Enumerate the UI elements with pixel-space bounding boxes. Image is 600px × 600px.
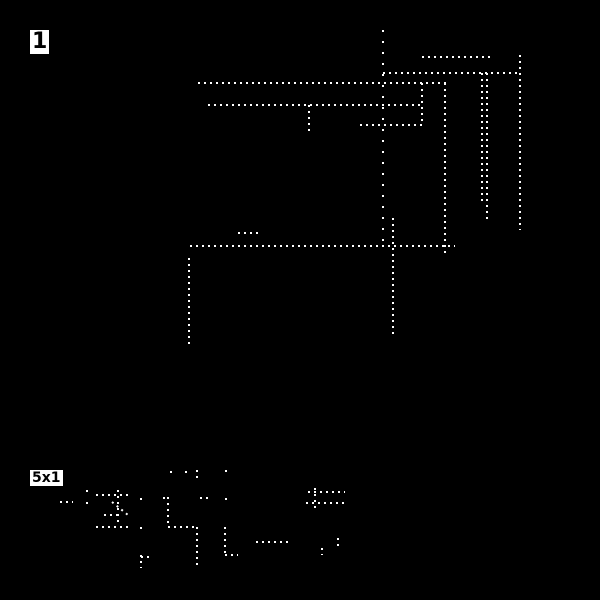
dot (225, 498, 227, 500)
dot (140, 527, 142, 529)
level-indicator: 1 (30, 29, 50, 54)
dot (140, 498, 142, 500)
multiplier-indicator: 5x1 (30, 470, 63, 486)
dot-trail (111, 501, 129, 516)
dot (86, 502, 88, 504)
dot (86, 490, 88, 492)
dot (225, 470, 227, 472)
dot (170, 471, 172, 473)
dot (185, 471, 187, 473)
